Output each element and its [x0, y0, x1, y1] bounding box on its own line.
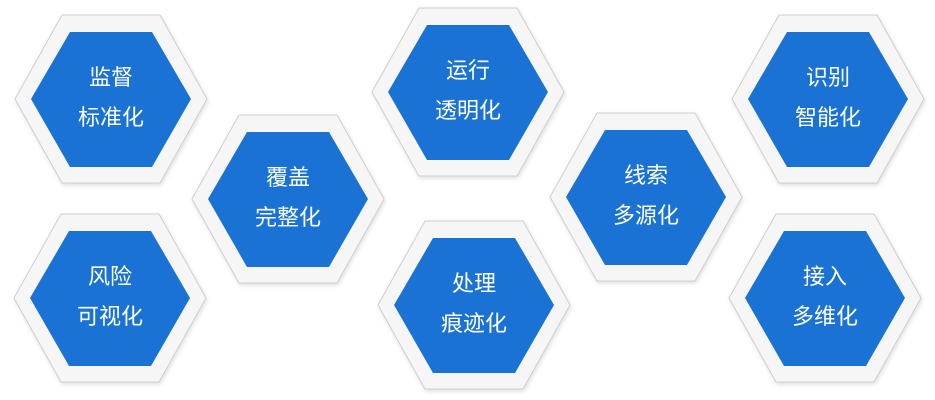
label-line-2: 完整化 — [254, 206, 321, 231]
hexagon-shape — [191, 114, 385, 284]
label-line-1: 覆盖 — [265, 166, 310, 191]
hexagon-risk-visualization: 风险 可视化 — [12, 212, 208, 384]
label-line-1: 监督 — [88, 66, 133, 91]
hexagon-clue-multisource: 线索 多源化 — [548, 111, 744, 283]
hexagon-label: 运行 透明化 — [370, 6, 566, 178]
hexagon-shape — [14, 14, 208, 184]
hexagon-label: 处理 痕迹化 — [376, 219, 572, 391]
label-line-1: 处理 — [451, 272, 496, 297]
label-line-1: 运行 — [445, 59, 490, 84]
hexagon-label: 监督 标准化 — [13, 13, 209, 185]
hexagon-shape — [13, 213, 207, 383]
label-line-2: 痕迹化 — [440, 312, 507, 337]
hexagon-label: 识别 智能化 — [730, 13, 926, 185]
hexagon-supervision-standardization: 监督 标准化 — [13, 13, 209, 185]
label-line-1: 识别 — [805, 66, 850, 91]
hexagon-shape — [377, 220, 571, 390]
label-line-2: 多源化 — [612, 204, 679, 229]
hexagon-coverage-completeness: 覆盖 完整化 — [190, 113, 386, 285]
label-line-2: 多维化 — [791, 305, 858, 330]
hexagon-operation-transparency: 运行 透明化 — [370, 6, 566, 178]
hexagon-processing-traceability: 处理 痕迹化 — [376, 219, 572, 391]
hexagon-label: 接入 多维化 — [727, 212, 923, 384]
label-line-2: 透明化 — [434, 99, 501, 124]
hexagon-label: 覆盖 完整化 — [190, 113, 386, 285]
label-line-2: 智能化 — [794, 106, 861, 131]
hexagon-recognition-intelligence: 识别 智能化 — [730, 13, 926, 185]
label-line-2: 标准化 — [77, 106, 144, 131]
label-line-1: 风险 — [87, 265, 132, 290]
hexagon-label: 风险 可视化 — [12, 212, 208, 384]
hexagon-shape — [731, 14, 925, 184]
hexagon-label: 线索 多源化 — [548, 111, 744, 283]
hexagon-access-multidimensional: 接入 多维化 — [727, 212, 923, 384]
hexagon-shape — [371, 7, 565, 177]
label-line-2: 可视化 — [76, 305, 143, 330]
hexagon-shape — [549, 112, 743, 282]
hexagon-shape — [728, 213, 922, 383]
label-line-1: 线索 — [623, 164, 668, 189]
label-line-1: 接入 — [802, 265, 847, 290]
